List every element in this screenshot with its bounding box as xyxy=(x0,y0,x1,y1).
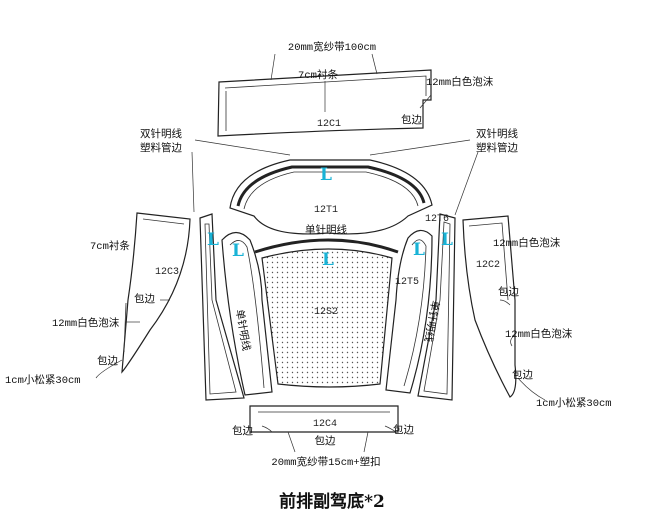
piece-12c1 xyxy=(217,53,432,137)
l-mark-center: L xyxy=(322,250,334,270)
plastic-pipe-left-label: 塑料管边 xyxy=(140,141,182,155)
piece-12c3 xyxy=(121,212,191,374)
piece-12c2 xyxy=(462,215,517,398)
single-stitch-center-label: 单针明线 xyxy=(305,223,347,237)
gauze-top-label: 20mm宽纱带100cm xyxy=(288,40,376,54)
piece-12t1 xyxy=(229,159,433,235)
plastic-pipe-right-label: 塑料管边 xyxy=(476,141,518,155)
piece-12s2 xyxy=(254,238,399,388)
l-mark-left-inner: L xyxy=(232,241,244,261)
hem-bottom-left-label: 包边 xyxy=(232,424,253,438)
hem-top-right-label: 包边 xyxy=(401,113,422,127)
code-12s2: 12S2 xyxy=(314,307,338,318)
piece-left-strip xyxy=(199,213,245,401)
gauze-bottom-label: 20mm宽纱带15cm+塑扣 xyxy=(271,455,380,469)
hem-bottom-right-label: 包边 xyxy=(393,423,414,437)
l-mark-right-inner: L xyxy=(413,240,425,260)
l-mark-left-strip: L xyxy=(207,230,219,250)
foam-left-label: 12mm白色泡沫 xyxy=(52,316,120,330)
double-stitch-left-label: 双针明线 xyxy=(140,127,182,141)
hem-bottom-center-label: 包边 xyxy=(315,434,336,448)
foam-right-1-label: 12mm白色泡沫 xyxy=(493,236,561,250)
code-12t1: 12T1 xyxy=(314,205,338,216)
double-stitch-right-label: 双针明线 xyxy=(476,127,518,141)
piece-12t5 xyxy=(385,229,433,394)
hem-left-1-label: 包边 xyxy=(134,292,155,306)
foam-right-2-label: 12mm白色泡沫 xyxy=(505,327,573,341)
foam-top-right-label: 12mm白色泡沫 xyxy=(426,75,494,89)
leader-lines xyxy=(95,139,546,433)
code-12t6: 12T6 xyxy=(425,214,449,225)
lining-top-label: 7cm衬条 xyxy=(298,68,338,82)
code-12c1: 12C1 xyxy=(317,119,341,130)
l-mark-right-strip: L xyxy=(441,230,453,250)
code-12c4: 12C4 xyxy=(313,419,337,430)
piece-left-inner xyxy=(221,231,273,396)
code-12t5: 12T5 xyxy=(395,277,419,288)
piece-12c4 xyxy=(249,405,399,453)
hem-right-2-label: 包边 xyxy=(512,368,533,382)
elastic-right-label: 1cm小松紧30cm xyxy=(536,396,612,410)
piece-12t6 xyxy=(417,213,456,401)
code-12c3: 12C3 xyxy=(155,267,179,278)
elastic-left-label: 1cm小松紧30cm xyxy=(5,373,81,387)
hem-left-2-label: 包边 xyxy=(97,354,118,368)
diagram-title: 前排副驾底*2 xyxy=(279,491,385,512)
code-12c2: 12C2 xyxy=(476,260,500,271)
hem-right-label: 包边 xyxy=(498,285,519,299)
lining-left-label: 7cm衬条 xyxy=(90,239,130,253)
l-mark-top: L xyxy=(320,165,332,185)
